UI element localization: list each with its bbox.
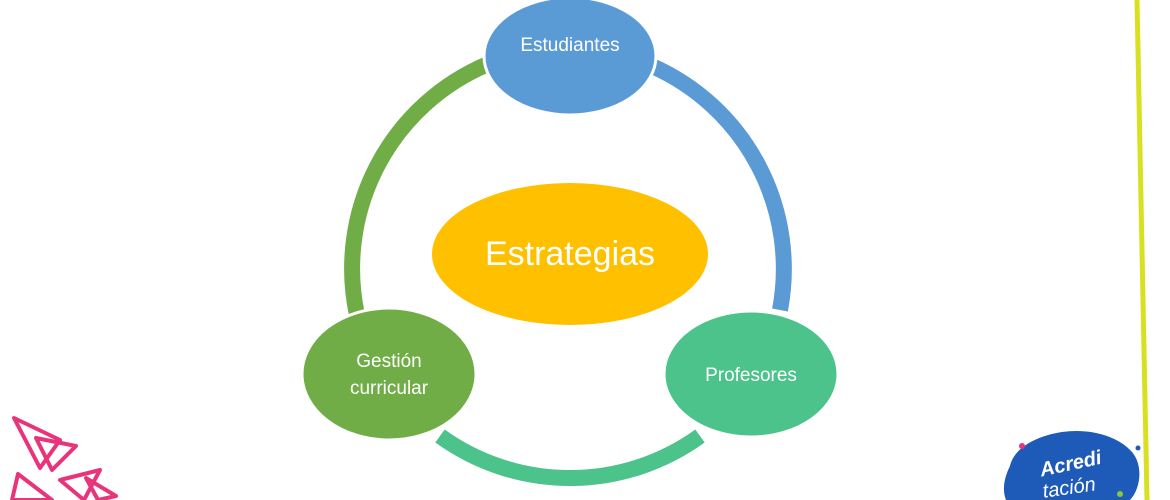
pink-triangles-decoration [10,416,118,500]
logo-dot-pink [1019,443,1025,449]
node-estudiantes-label: Estudiantes [520,35,619,56]
node-gestion-label-line2: curricular [350,378,429,399]
right-accent-line [1134,0,1150,500]
logo-splash [1003,430,1140,500]
center-node-label: Estrategias [485,235,655,273]
arc-estudiantes-profesores [648,58,792,312]
logo-dot-blue [1135,445,1141,451]
node-gestion-label-line1: Gestión [356,351,421,372]
arc-gestion-estudiantes [344,56,492,317]
center-node-estrategias [432,183,708,325]
logo-dot-green [1117,491,1123,497]
node-estudiantes [482,0,658,117]
arc-profesores-gestion [435,429,705,486]
node-profesores [662,309,840,439]
acreditacion-logo: Acredi tación [1003,430,1141,500]
node-profesores-label: Profesores [705,365,797,386]
node-gestion-curricular [300,306,478,442]
